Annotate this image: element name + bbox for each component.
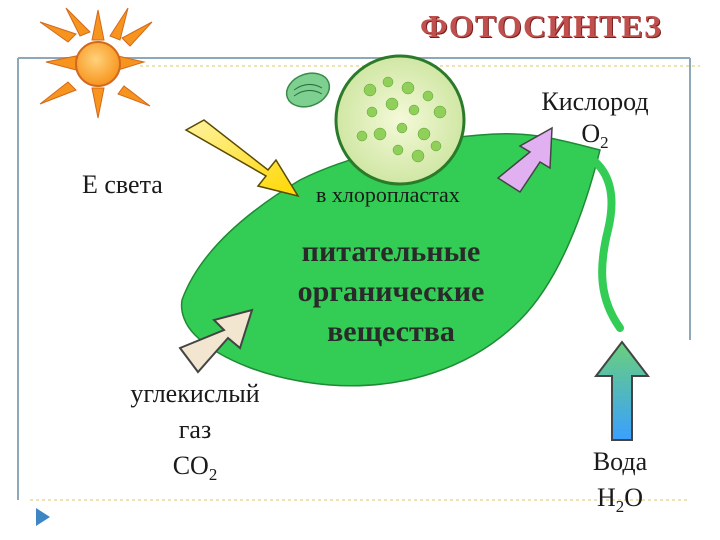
co2-formula: CO2 [100,448,290,493]
water-label: Вода H2O [570,444,670,525]
sun-icon [40,8,152,118]
oxygen-formula: O2 [525,118,665,159]
oxygen-label: Кислород O2 [525,86,665,159]
organic-substances-label: питательные органические вещества [266,232,516,352]
page-title: ФОТОСИНТЕЗ [420,8,662,45]
oxygen-word: Кислород [525,86,665,118]
chloroplast-icon [282,67,334,112]
light-arrow [186,120,298,196]
light-energy-label: Е света [82,170,163,200]
cell-icon [336,56,464,184]
play-icon [36,508,50,526]
chloroplasts-label: в хлоропластах [316,182,460,208]
water-arrow [596,342,648,440]
co2-label: углекислый газ CO2 [100,376,290,493]
water-formula: H2O [570,480,670,525]
